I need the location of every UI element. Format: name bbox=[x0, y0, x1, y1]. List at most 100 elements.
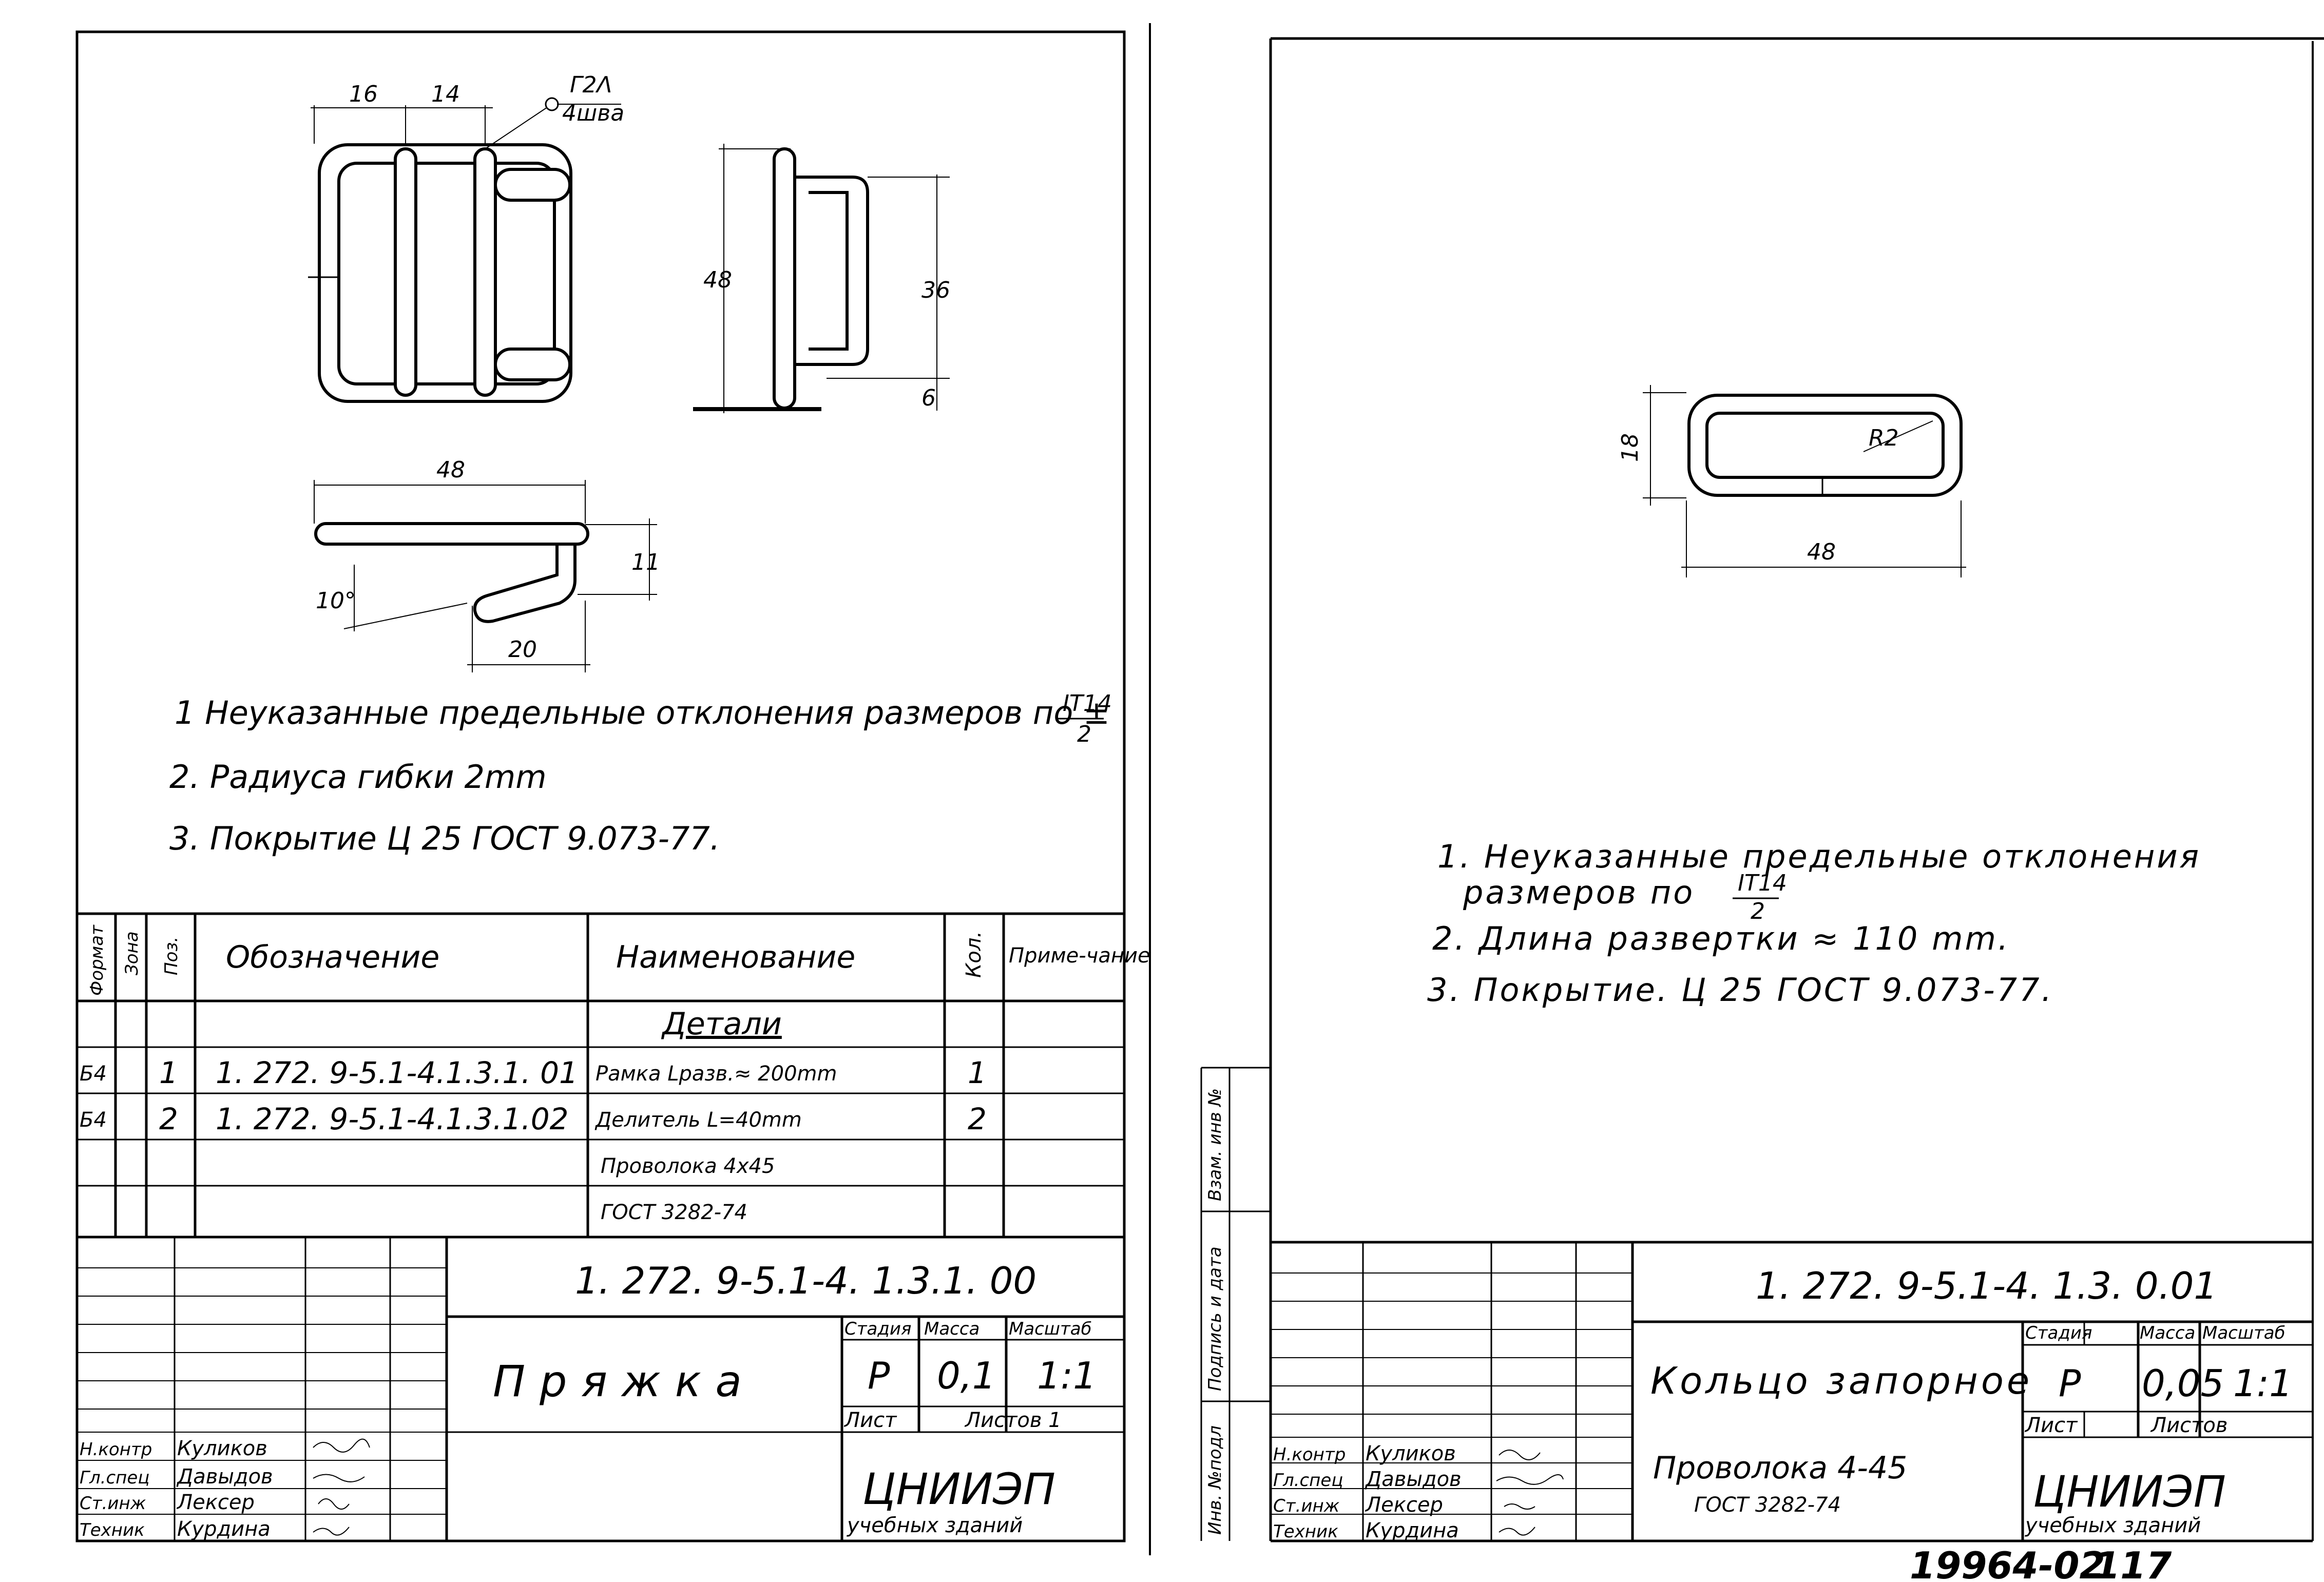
page-number: 117 bbox=[2095, 1544, 2172, 1582]
dim-11-label: 11 bbox=[631, 549, 660, 575]
right-material-1: Проволока 4-45 bbox=[1653, 1450, 1907, 1486]
left-signatures-handwritten bbox=[313, 1438, 370, 1536]
spec-section-title: Детали bbox=[661, 1006, 782, 1042]
spec-row-4-name: ГОСТ 3282-74 bbox=[601, 1201, 747, 1224]
left-sig-role-1: Н.контр bbox=[80, 1439, 152, 1460]
left-org-sub: учебных зданий bbox=[847, 1514, 1023, 1537]
right-note-1-fraction-den: 2 bbox=[1751, 898, 1765, 924]
buckle-front-view bbox=[308, 97, 621, 403]
right-title-block bbox=[1271, 1241, 2313, 1541]
spec-row-2-pos: 2 bbox=[159, 1102, 178, 1136]
spec-row-1-qty: 1 bbox=[968, 1055, 987, 1090]
spec-header-name: Наименование bbox=[616, 939, 855, 975]
spec-row-1-name: Рамка Lразв.≈ 200mm bbox=[596, 1062, 837, 1086]
spec-header-format: Формат bbox=[87, 924, 107, 996]
dim-48-side-label: 48 bbox=[703, 267, 732, 293]
right-signatures-handwritten bbox=[1496, 1450, 1564, 1536]
ring-drawing bbox=[1643, 385, 1966, 577]
left-stage: Р bbox=[868, 1354, 890, 1397]
spec-row-1-format: Б4 bbox=[80, 1062, 107, 1086]
right-sig-role-3: Ст.инж bbox=[1273, 1496, 1340, 1516]
spec-row-2-qty: 2 bbox=[968, 1102, 987, 1136]
right-sheet: Взам. инв № Подпись и дата Инв. №подл 18… bbox=[1200, 37, 2324, 1542]
left-title-code: 1. 272. 9-5.1-4. 1.3.1. 00 bbox=[575, 1259, 1036, 1302]
right-note-1: 1. Неуказанные предельные отклонения bbox=[1437, 838, 2201, 875]
spec-header-designation: Обозначение bbox=[226, 939, 439, 975]
right-sig-role-2: Гл.спец bbox=[1273, 1470, 1343, 1491]
dim-6-label: 6 bbox=[921, 385, 936, 411]
spec-row-2-format: Б4 bbox=[80, 1108, 107, 1132]
right-mass-header: Масса bbox=[2140, 1323, 2195, 1343]
right-note-1-fraction-num: IT14 bbox=[1738, 870, 1787, 896]
spec-header-pos: Поз. bbox=[161, 937, 182, 975]
spec-header-note: Приме-чание bbox=[1009, 944, 1150, 968]
spec-row-3-name: Проволока 4х45 bbox=[601, 1154, 775, 1178]
left-mass: 0,1 bbox=[937, 1354, 996, 1397]
right-sheets-header: Листов bbox=[2150, 1414, 2227, 1437]
right-sig-name-3: Лексер bbox=[1365, 1493, 1443, 1517]
doc-number: 19964-02 bbox=[1910, 1544, 2105, 1582]
right-note-1b: размеров по bbox=[1463, 874, 1695, 911]
left-note-3: 3. Покрытие Ц 25 ГОСТ 9.073-77. bbox=[169, 820, 720, 857]
side-label-inv-orig: Инв. №подл bbox=[1205, 1425, 1225, 1535]
left-sheet-header: Лист bbox=[843, 1409, 897, 1432]
spec-row-1-pos: 1 bbox=[159, 1055, 178, 1090]
right-sig-name-1: Куликов bbox=[1366, 1442, 1456, 1465]
ring-dim-48-label: 48 bbox=[1807, 539, 1836, 565]
spec-row-1-designation: 1. 272. 9-5.1-4.1.3.1. 01 bbox=[216, 1055, 578, 1090]
left-sheet-frame bbox=[75, 30, 1126, 1542]
side-label-sign-date: Подпись и дата bbox=[1205, 1246, 1225, 1391]
spec-header-qty: Кол. bbox=[962, 931, 986, 978]
right-sig-name-2: Давыдов bbox=[1365, 1468, 1462, 1491]
left-sig-name-2: Давыдов bbox=[176, 1465, 273, 1489]
left-sig-role-2: Гл.спец bbox=[80, 1468, 149, 1488]
spec-header-zone: Зона bbox=[122, 931, 142, 975]
right-material-2: ГОСТ 3282-74 bbox=[1694, 1493, 1841, 1517]
buckle-bottom-view bbox=[314, 480, 657, 672]
right-sheet-header: Лист bbox=[2024, 1414, 2078, 1437]
ring-radius-label: R2 bbox=[1869, 425, 1899, 451]
right-note-2: 2. Длина развертки ≈ 110 mm. bbox=[1432, 920, 2010, 957]
left-note-2: 2. Радиуса гибки 2mm bbox=[169, 758, 547, 796]
left-sig-name-4: Курдина bbox=[177, 1517, 271, 1541]
right-note-3: 3. Покрытие. Ц 25 ГОСТ 9.073-77. bbox=[1427, 971, 2053, 1009]
left-title-name: Пряжка bbox=[493, 1356, 756, 1406]
left-title-block bbox=[77, 1237, 1124, 1541]
dim-36-label: 36 bbox=[921, 277, 950, 303]
right-sig-role-1: Н.контр bbox=[1273, 1444, 1346, 1465]
dim-20-label: 20 bbox=[508, 636, 537, 663]
right-sig-role-4: Техник bbox=[1273, 1521, 1338, 1542]
weld-label-bottom: 4шва bbox=[562, 100, 624, 126]
left-scale: 1:1 bbox=[1037, 1354, 1097, 1397]
left-scale-header: Масштаб bbox=[1009, 1319, 1092, 1339]
spec-table bbox=[77, 912, 1124, 1239]
buckle-side-view bbox=[693, 144, 950, 413]
right-mass: 0,05 bbox=[2142, 1362, 2224, 1405]
left-sheets-header: Листов 1 bbox=[964, 1409, 1062, 1432]
right-sig-name-4: Курдина bbox=[1366, 1519, 1459, 1542]
spec-row-2-designation: 1. 272. 9-5.1-4.1.3.1.02 bbox=[216, 1102, 569, 1136]
right-org-sub: учебных зданий bbox=[2025, 1514, 2201, 1537]
left-sig-name-1: Куликов bbox=[177, 1437, 267, 1460]
right-scale: 1:1 bbox=[2233, 1362, 2293, 1405]
right-title-code: 1. 272. 9-5.1-4. 1.3. 0.01 bbox=[1756, 1264, 2217, 1307]
right-stage: Р bbox=[2059, 1362, 2081, 1405]
left-mass-header: Масса bbox=[924, 1319, 979, 1339]
left-sig-name-3: Лексер bbox=[176, 1491, 255, 1514]
right-scale-header: Масштаб bbox=[2202, 1323, 2285, 1343]
left-note-1-fraction-den: 2 bbox=[1077, 721, 1091, 747]
left-sig-role-3: Ст.инж bbox=[80, 1493, 146, 1514]
side-label-replace-inv: Взам. инв № bbox=[1205, 1088, 1225, 1201]
right-org: ЦНИИЭП bbox=[2033, 1467, 2226, 1517]
spec-row-2-name: Делитель L=40mm bbox=[594, 1108, 802, 1132]
dim-16-label: 16 bbox=[349, 81, 378, 107]
left-note-1-fraction-num: IT14 bbox=[1063, 690, 1112, 717]
dim-10deg-label: 10° bbox=[316, 588, 356, 614]
dim-14-label: 14 bbox=[431, 81, 460, 107]
ring-dim-18-label: 18 bbox=[1617, 433, 1643, 462]
weld-label-top: Г2Λ bbox=[570, 72, 612, 98]
left-sheet: 16 14 Г2Λ 4шва 48 36 6 bbox=[75, 23, 1151, 1555]
left-note-1: 1 Неуказанные предельные отклонения разм… bbox=[175, 694, 1110, 731]
left-org: ЦНИИЭП bbox=[862, 1464, 1055, 1514]
left-stage-header: Стадия bbox=[844, 1319, 911, 1339]
